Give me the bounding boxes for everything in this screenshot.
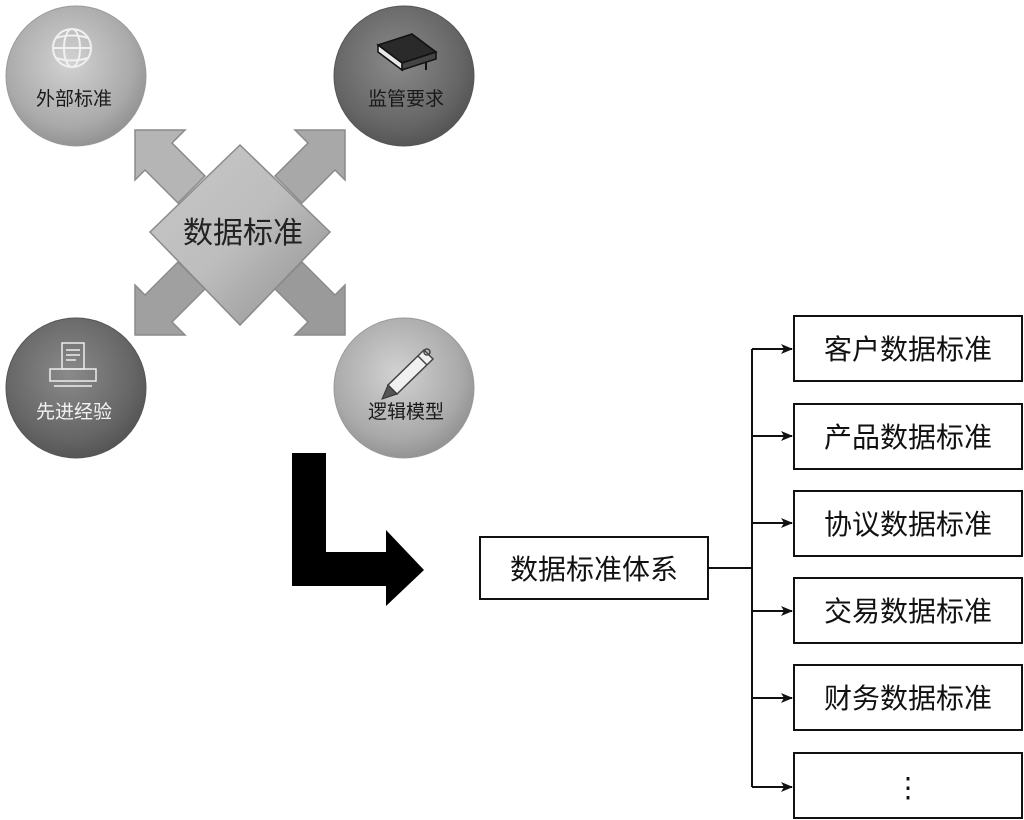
- book-icon: [376, 33, 438, 72]
- system-label: 数据标准体系: [510, 553, 678, 586]
- source-label: 监管要求: [368, 88, 444, 110]
- child-label: 客户数据标准: [824, 333, 992, 366]
- source-label: 外部标准: [36, 88, 112, 110]
- child-box-transaction: 交易数据标准: [793, 577, 1023, 644]
- source-label: 先进经验: [36, 401, 112, 423]
- center-label: 数据标准: [183, 216, 303, 251]
- child-label: 财务数据标准: [824, 682, 992, 715]
- bent-arrow: [292, 453, 424, 606]
- pen-icon: [381, 348, 435, 400]
- child-box-finance: 财务数据标准: [793, 664, 1023, 731]
- source-node-logical-model: 逻辑模型: [333, 317, 475, 459]
- source-node-regulatory-requirements: 监管要求: [333, 5, 475, 147]
- more-ellipsis: ⋮: [894, 771, 922, 804]
- child-box-customer: 客户数据标准: [793, 315, 1023, 382]
- branch-arrows: [752, 344, 793, 792]
- child-box-product: 产品数据标准: [793, 403, 1023, 470]
- child-box-more: ⋮: [793, 752, 1023, 819]
- center-star-shape: [134, 129, 346, 336]
- tree-connector: [708, 349, 753, 787]
- system-box: 数据标准体系: [479, 536, 709, 600]
- child-label: 产品数据标准: [824, 421, 992, 454]
- printer-icon: [49, 342, 97, 387]
- child-label: 交易数据标准: [824, 595, 992, 628]
- source-node-advanced-experience: 先进经验: [5, 317, 147, 459]
- source-label: 逻辑模型: [368, 401, 444, 423]
- child-box-agreement: 协议数据标准: [793, 490, 1023, 557]
- source-node-external-standard: 外部标准: [5, 5, 147, 147]
- child-label: 协议数据标准: [824, 508, 992, 541]
- globe-icon: [52, 28, 92, 68]
